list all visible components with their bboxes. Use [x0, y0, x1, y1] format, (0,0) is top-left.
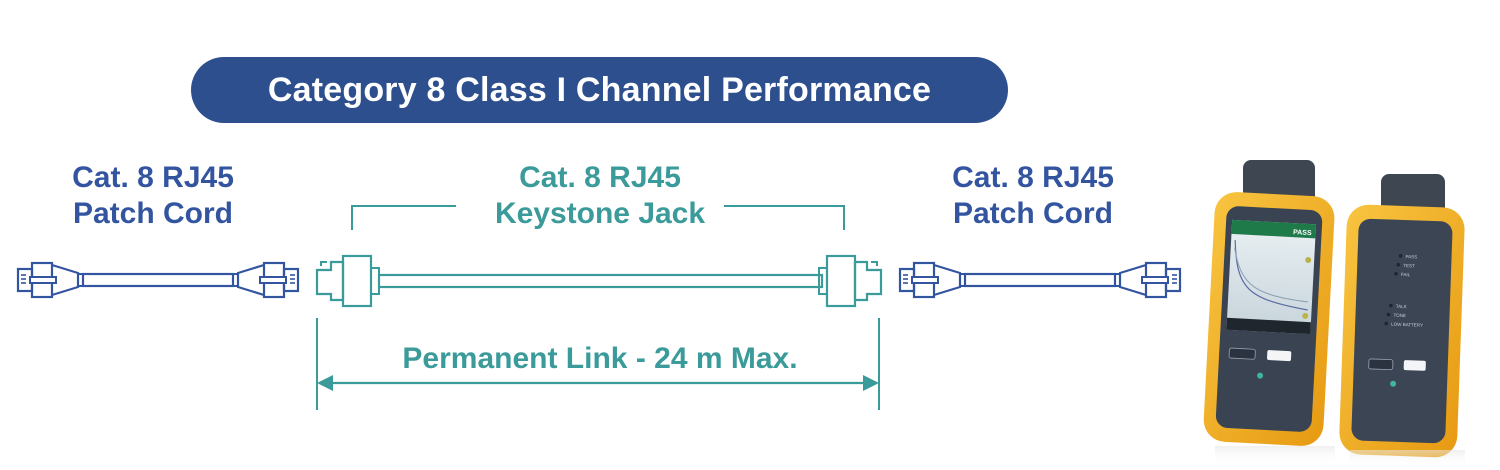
screen-header	[1231, 219, 1317, 239]
right-patch-cord	[898, 261, 1182, 299]
cable-tester-illustration: PASS PASS TEST FAIL TALK TONE LOW BATTER…	[1203, 160, 1465, 468]
led-label-tone: TONE	[1393, 313, 1406, 318]
main-tester-unit: PASS	[1203, 160, 1335, 446]
right-patch-cord-line2: Patch Cord	[952, 197, 1114, 230]
led-label-test: TEST	[1403, 263, 1415, 268]
led-label-pass: PASS	[1405, 254, 1417, 259]
diagram-title-text: Category 8 Class I Channel Performance	[267, 70, 932, 109]
left-patch-cord-line1: Cat. 8 RJ45	[72, 161, 234, 194]
permanent-link-cable	[315, 254, 883, 308]
test-button	[1267, 350, 1292, 362]
right-patch-cord-line1: Cat. 8 RJ45	[952, 161, 1114, 194]
arrowhead-right-icon	[863, 375, 879, 391]
remote-status-led	[1390, 380, 1397, 387]
remote-tester-unit: PASS TEST FAIL TALK TONE LOW BATTERY	[1339, 174, 1465, 458]
viewer-button	[1228, 347, 1256, 360]
led-label-fail: FAIL	[1401, 272, 1411, 277]
keystone-jack-label: Cat. 8 RJ45 Keystone Jack	[430, 160, 770, 232]
left-patch-cord-label: Cat. 8 RJ45 Patch Cord	[38, 160, 268, 232]
right-patch-cord-label: Cat. 8 RJ45 Patch Cord	[918, 160, 1148, 232]
left-patch-cord-line2: Patch Cord	[72, 197, 234, 230]
screen-status: PASS	[1293, 229, 1312, 237]
keystone-bracket	[351, 205, 845, 230]
status-led	[1257, 372, 1264, 379]
keystone-jack-line1: Cat. 8 RJ45	[519, 161, 681, 194]
max-button	[1368, 358, 1394, 371]
arrowhead-left-icon	[317, 375, 333, 391]
permanent-link-dimension	[316, 318, 880, 410]
keystone-jack-line2: Keystone Jack	[494, 197, 706, 230]
led-label-talk: TALK	[1396, 304, 1407, 309]
left-patch-cord	[16, 261, 300, 299]
remote-test-button	[1403, 360, 1426, 371]
permanent-link-label: Permanent Link - 24 m Max.	[402, 342, 798, 375]
led-label-low-battery: LOW BATTERY	[1391, 322, 1423, 328]
tester-screen	[1226, 219, 1317, 335]
diagram-title: Category 8 Class I Channel Performance	[191, 57, 1008, 123]
